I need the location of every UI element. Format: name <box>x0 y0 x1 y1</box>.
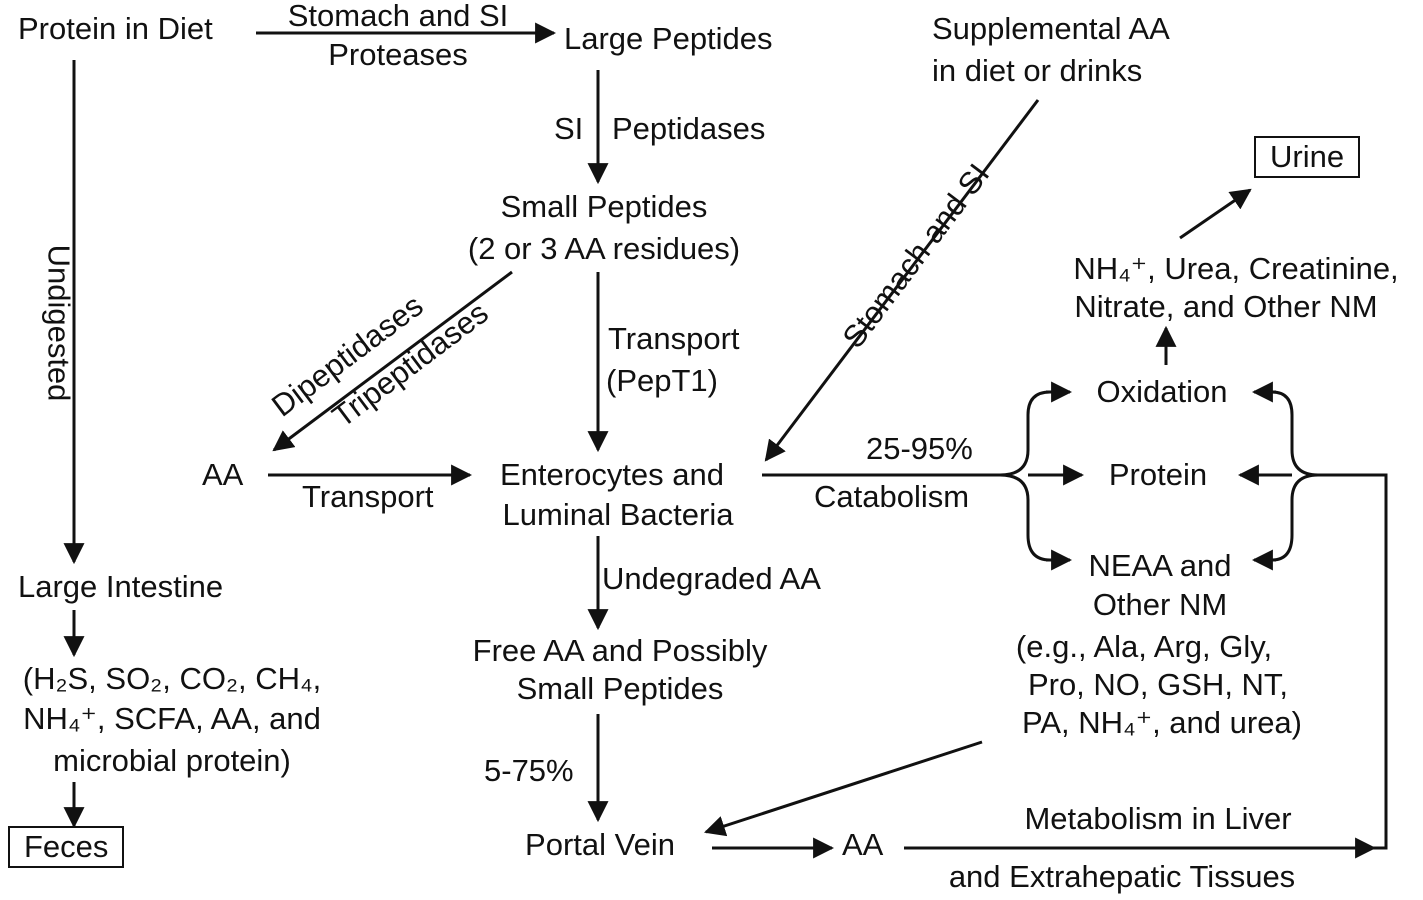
arrow-metabolism-return <box>1318 473 1388 850</box>
node-neaa-1: NEAA and <box>1088 548 1232 583</box>
node-nm-2: Nitrate, and Other NM <box>1074 289 1378 324</box>
node-small-peptides-1: Small Peptides <box>500 189 708 224</box>
node-feces: Feces <box>8 826 125 868</box>
node-aa-portal: AA <box>842 827 884 862</box>
node-free-aa-1: Free AA and Possibly <box>472 633 768 668</box>
label-metabolism-1: Metabolism in Liver <box>1024 801 1292 836</box>
label-peptidases: Peptidases <box>612 111 766 146</box>
label-catabolism: Catabolism <box>814 479 970 514</box>
brace-catabolism <box>999 390 1051 477</box>
label-pct-25-95: 25-95% <box>866 431 973 466</box>
node-supplemental-aa-2: in diet or drinks <box>932 53 1143 88</box>
node-oxidation: Oxidation <box>1096 374 1228 409</box>
label-transport-pept1: Transport <box>608 321 740 356</box>
node-small-peptides-2: (2 or 3 AA residues) <box>467 231 741 266</box>
node-nm-1: NH₄⁺, Urea, Creatinine, <box>1073 251 1399 286</box>
label-pct-5-75: 5-75% <box>484 753 574 788</box>
label-pept1: (PepT1) <box>606 363 718 398</box>
node-li-products-2: NH₄⁺, SCFA, AA, and <box>23 701 321 736</box>
arrow-neaa-to-portal <box>704 740 983 837</box>
node-urine: Urine <box>1254 136 1361 178</box>
label-undigested: Undigested <box>41 244 77 402</box>
node-neaa-5: PA, NH₄⁺, and urea) <box>1022 705 1302 740</box>
node-portal-vein: Portal Vein <box>525 827 675 862</box>
node-large-intestine: Large Intestine <box>18 569 224 604</box>
node-li-products-1: (H₂S, SO₂, CO₂, CH₄, <box>22 661 322 696</box>
arrow-supplemental-to-enterocytes <box>764 99 1040 462</box>
node-protein: Protein <box>1108 457 1208 492</box>
node-enterocytes-2: Luminal Bacteria <box>502 497 734 532</box>
node-neaa-4: Pro, NO, GSH, NT, <box>1027 667 1289 702</box>
label-transport-aa: Transport <box>302 479 434 514</box>
brace-metabolism <box>1271 390 1319 477</box>
label-metabolism-2: and Extrahepatic Tissues <box>948 859 1296 894</box>
node-aa-left: AA <box>202 457 244 492</box>
label-proteases: Proteases <box>328 37 468 72</box>
arrow-peptidases-to-aa <box>272 270 513 452</box>
node-neaa-2: Other NM <box>1092 587 1228 622</box>
node-large-peptides: Large Peptides <box>564 21 773 56</box>
arrow-nm-to-urine <box>1179 188 1252 240</box>
label-stomach-si: Stomach and SI <box>287 0 509 33</box>
node-protein-in-diet: Protein in Diet <box>18 11 213 46</box>
label-si: SI <box>554 111 584 146</box>
node-free-aa-2: Small Peptides <box>516 671 724 706</box>
label-undegraded-aa: Undegraded AA <box>602 561 821 596</box>
node-enterocytes-1: Enterocytes and <box>499 457 725 492</box>
node-supplemental-aa-1: Supplemental AA <box>932 11 1170 46</box>
node-li-products-3: microbial protein) <box>53 743 291 778</box>
node-neaa-3: (e.g., Ala, Arg, Gly, <box>1015 629 1273 664</box>
